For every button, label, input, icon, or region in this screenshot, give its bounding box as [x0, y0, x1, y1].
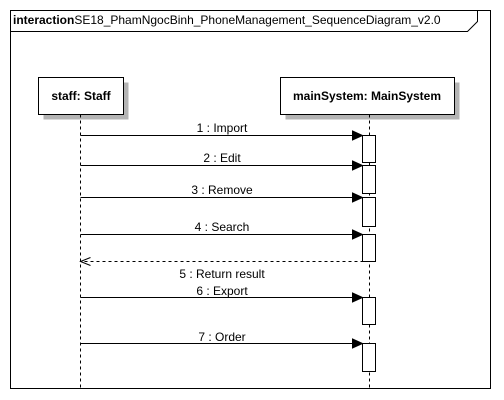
frame-tab	[10, 10, 478, 32]
frame-border	[10, 10, 491, 389]
lifeline-staff-label: staff: Staff	[51, 89, 111, 103]
activation-bar-4	[362, 234, 376, 262]
lifeline-staff-head[interactable]	[38, 77, 124, 115]
message-edit[interactable]: 2 : Edit	[80, 151, 364, 171]
activation-bar-7	[362, 343, 376, 372]
message-order[interactable]: 7 : Order	[80, 330, 364, 349]
message-export[interactable]: 6 : Export	[80, 284, 364, 303]
message-5-arrowhead	[79, 257, 91, 266]
activation-bar-2	[362, 165, 376, 194]
activation-bar-6	[362, 297, 376, 325]
message-import[interactable]: 1 : Import	[80, 121, 364, 141]
lifeline-main-label: mainSystem: MainSystem	[293, 89, 441, 103]
message-3-arrowhead	[352, 192, 364, 203]
lifeline-staff[interactable]: staff: Staff	[38, 77, 129, 390]
interaction-frame: interactionSE18_PhamNgocBinh_PhoneManage…	[10, 10, 491, 389]
message-3-label: 3 : Remove	[191, 183, 253, 197]
message-6-arrowhead	[352, 292, 364, 303]
message-2-label: 2 : Edit	[203, 151, 241, 165]
message-4-label: 4 : Search	[195, 220, 250, 234]
messages: 1 : Import 2 : Edit 3 : Remove 4 : Search 5 …	[79, 121, 370, 349]
message-1-label: 1 : Import	[197, 121, 248, 135]
activation-bar-3	[362, 197, 376, 227]
message-return-result[interactable]: 5 : Return result	[79, 257, 370, 282]
activation-bar-1	[362, 135, 376, 163]
message-7-label: 7 : Order	[198, 330, 245, 344]
frame-title: interactionSE18_PhamNgocBinh_PhoneManage…	[13, 13, 441, 27]
message-1-arrowhead	[352, 130, 364, 141]
frame-name: SE18_PhamNgocBinh_PhoneManagement_Sequen…	[74, 13, 441, 27]
message-5-label: 5 : Return result	[179, 267, 265, 281]
message-7-arrowhead	[352, 338, 364, 349]
lifeline-main[interactable]: mainSystem: MainSystem	[280, 77, 460, 390]
message-remove[interactable]: 3 : Remove	[80, 183, 364, 203]
message-2-arrowhead	[352, 160, 364, 171]
activation-bars	[362, 135, 376, 372]
frame-keyword: interaction	[13, 13, 74, 27]
lifeline-main-head[interactable]	[280, 77, 455, 115]
message-6-label: 6 : Export	[196, 284, 248, 298]
message-search[interactable]: 4 : Search	[80, 220, 364, 240]
message-4-arrowhead	[352, 229, 364, 240]
